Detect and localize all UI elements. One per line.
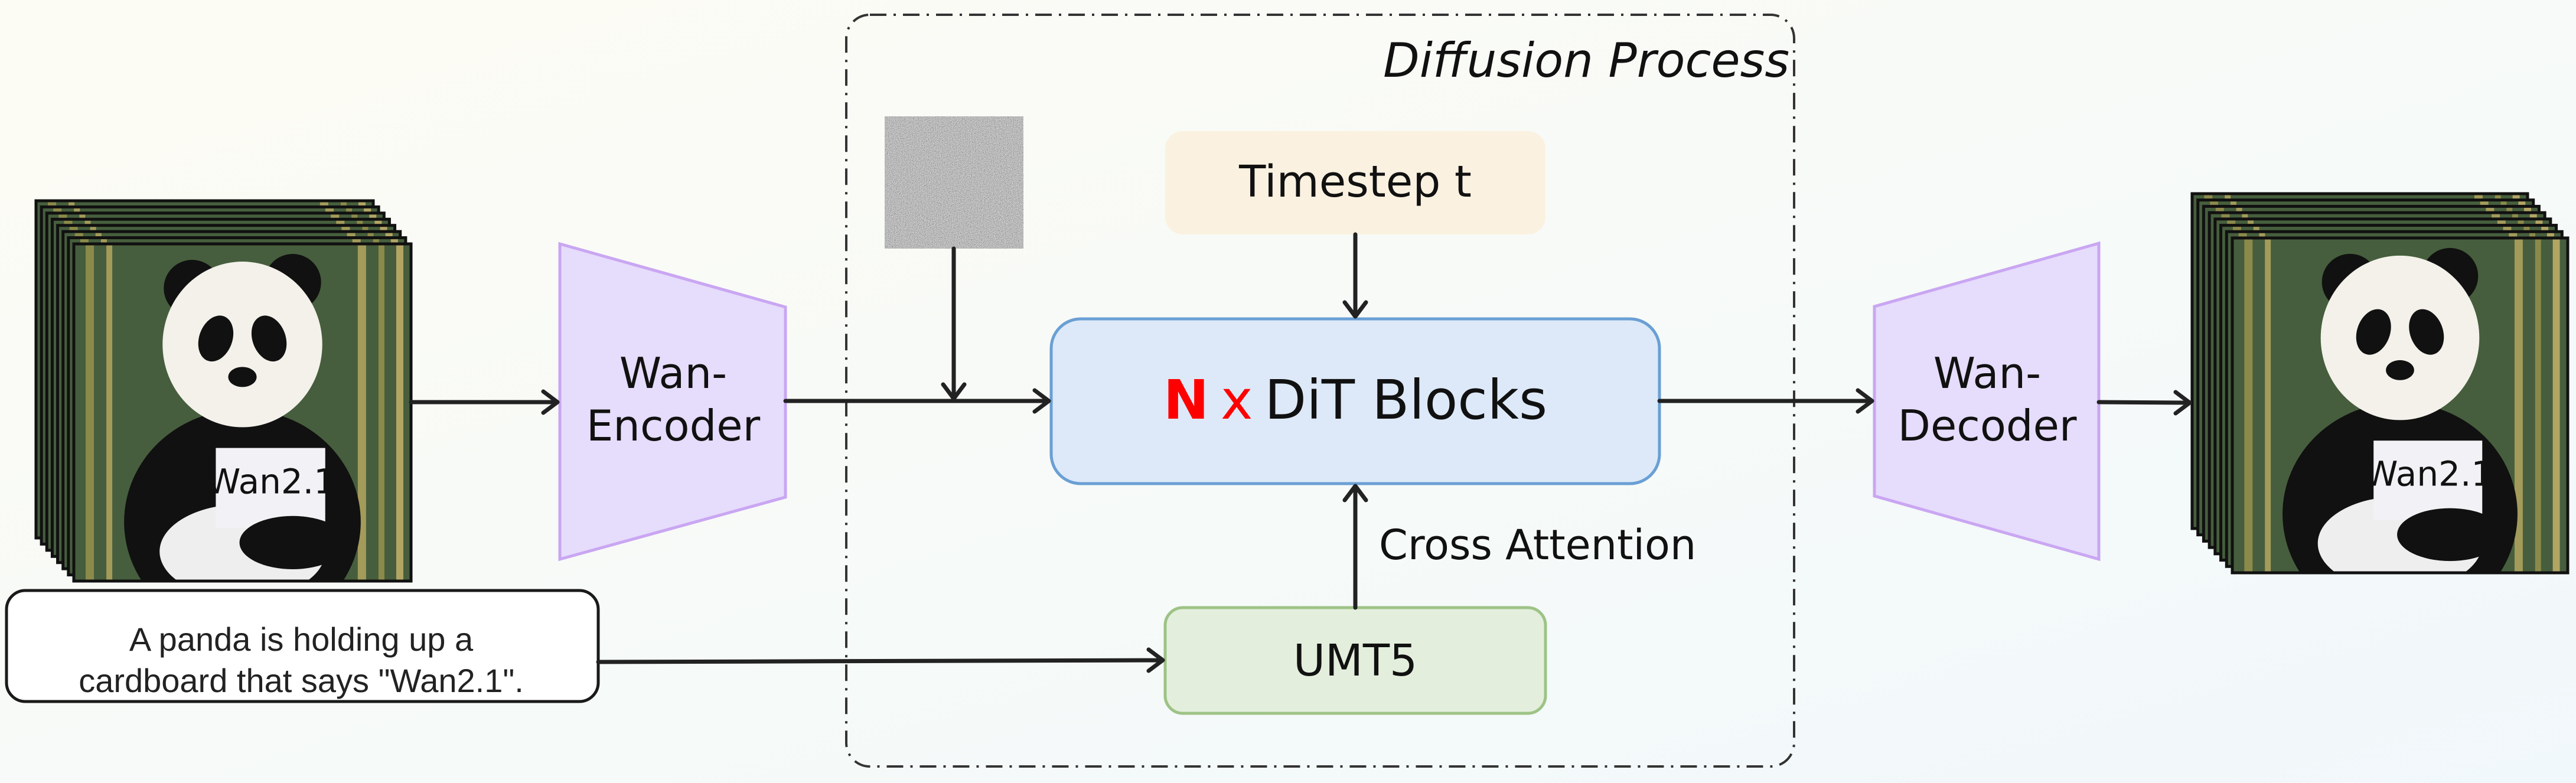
diffusion-process-region (845, 14, 1795, 768)
sign-text: Wan2.1 (207, 462, 335, 502)
timestep-label: Timestep t (1238, 156, 1472, 207)
arrow-umt5-to-dit (1342, 484, 1368, 610)
noise-image-icon (885, 116, 1023, 249)
wan-decoder-block (1873, 241, 2101, 562)
input-video-frames: Wan2.1 (34, 199, 413, 583)
video-frame: Wan2.1 (2231, 236, 2570, 575)
arrow-dit-to-decoder (1657, 388, 1874, 414)
connectors (409, 232, 2192, 673)
dit-x: x (1221, 368, 1253, 432)
arrow-encoder-to-dit (783, 388, 1051, 414)
dit-text: DiT Blocks (1264, 368, 1547, 432)
output-video-frames: Wan2.1 (2190, 192, 2570, 575)
arrow-noise-to-line (941, 246, 967, 401)
prompt-line2: cardboard that says "Wan2.1". (79, 662, 524, 699)
timestep-block (1165, 131, 1545, 234)
arrow-decoder-to-video (2096, 390, 2192, 416)
encoder-label-line2: Encoder (586, 401, 761, 451)
diffusion-process-label: Diffusion Process (1383, 33, 1789, 88)
decoder-label-line2: Decoder (1898, 401, 2077, 451)
umt5-label: UMT5 (1293, 635, 1417, 686)
decoder-label-line1: Wan- (1933, 348, 2041, 398)
sign-text: Wan2.1 (2364, 454, 2493, 494)
cross-attention-label: Cross Attention (1379, 521, 1696, 569)
dit-n: N (1163, 368, 1209, 432)
arrow-timestep-to-dit (1342, 232, 1368, 319)
arrow-prompt-to-umt5 (596, 647, 1165, 673)
arrow-video-to-encoder (409, 389, 560, 415)
wan-encoder-block (558, 242, 787, 562)
encoder-label-line1: Wan- (619, 348, 727, 398)
prompt-box (5, 589, 600, 703)
video-frame: Wan2.1 (72, 242, 413, 583)
prompt-line1: A panda is holding up a (129, 621, 474, 658)
